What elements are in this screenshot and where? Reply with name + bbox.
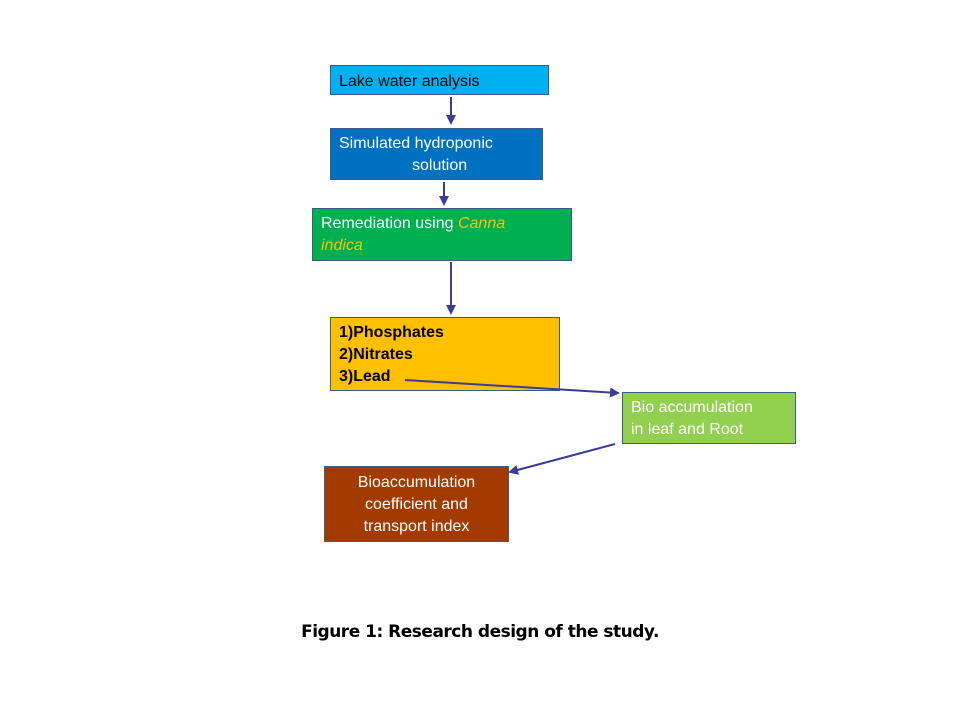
lake-water-analysis-box: Lake water analysis: [330, 65, 549, 95]
remediation-label-line1: Remediation using Canna: [321, 213, 571, 235]
coefficient-label-line3: transport index: [363, 518, 470, 535]
remediation-prefix: Remediation using: [321, 215, 458, 232]
figure-caption: Figure 1: Research design of the study.: [301, 622, 659, 642]
species-name-part2: indica: [321, 237, 363, 254]
coefficient-label-line2: coefficient and: [365, 496, 468, 513]
parameter-item-phosphates: 1)Phosphates: [339, 324, 444, 341]
parameter-item-lead: 3)Lead: [339, 368, 391, 385]
arrow-parameters-to-bioaccumulation: [404, 379, 620, 398]
arrow-bioaccumulation-to-coefficient: [508, 443, 616, 475]
parameters-box: 1)Phosphates 2)Nitrates 3)Lead: [330, 317, 560, 391]
hydroponic-label-line1: Simulated hydroponic: [339, 135, 493, 152]
parameter-item-nitrates: 2)Nitrates: [339, 346, 413, 363]
hydroponic-label-line2: solution: [412, 157, 468, 174]
bioaccumulation-box: Bio accumulation in leaf and Root: [622, 392, 796, 444]
bioaccumulation-label-line1: Bio accumulation: [631, 399, 753, 416]
lake-water-analysis-label: Lake water analysis: [339, 73, 480, 90]
coefficient-label-line1: Bioaccumulation: [357, 474, 476, 491]
bioaccumulation-label-line2: in leaf and Root: [631, 421, 744, 438]
species-name-part1: Canna: [457, 215, 506, 232]
hydroponic-solution-box: Simulated hydroponic solution: [330, 128, 543, 180]
coefficient-box: Bioaccumulation coefficient and transpor…: [324, 466, 509, 542]
remediation-box: Remediation using Canna indica: [312, 208, 572, 261]
